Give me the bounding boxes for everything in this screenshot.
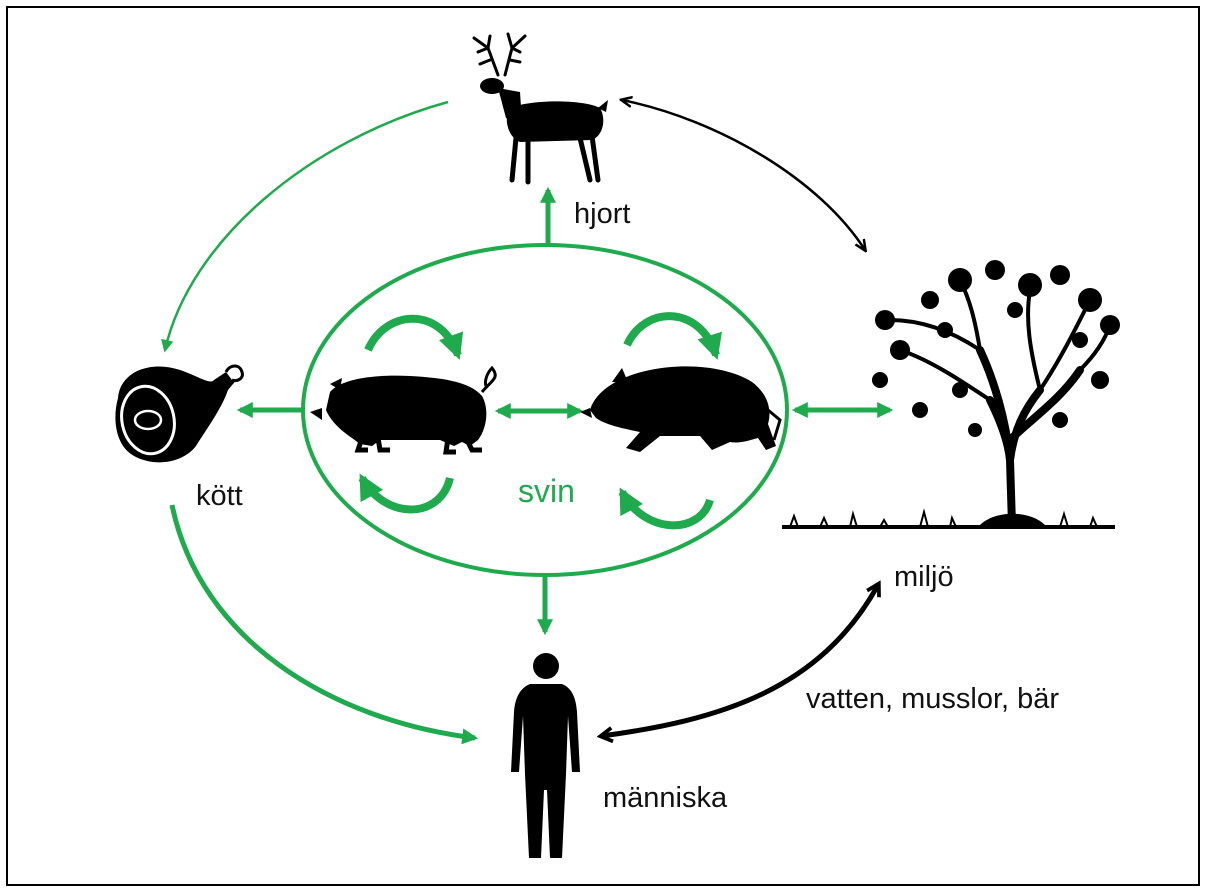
- label-human: människa: [603, 782, 728, 814]
- wild-boar-icon: [580, 366, 780, 452]
- arrow-deer-to-meat: [165, 102, 448, 350]
- label-deer: hjort: [574, 198, 630, 230]
- label-environment: miljö: [894, 561, 954, 593]
- ham-icon: [115, 366, 242, 462]
- human-icon: [511, 653, 580, 858]
- arrow-deer-environment: [622, 100, 865, 250]
- domestic-pig-icon: [310, 368, 495, 452]
- label-pathway: vatten, musslor, bär: [806, 683, 1059, 715]
- label-pigs: svin: [518, 473, 575, 509]
- deer-icon: [474, 34, 608, 182]
- tree-icon: [782, 260, 1120, 527]
- label-meat: kött: [196, 480, 243, 512]
- arrow-meat-to-human: [172, 505, 475, 738]
